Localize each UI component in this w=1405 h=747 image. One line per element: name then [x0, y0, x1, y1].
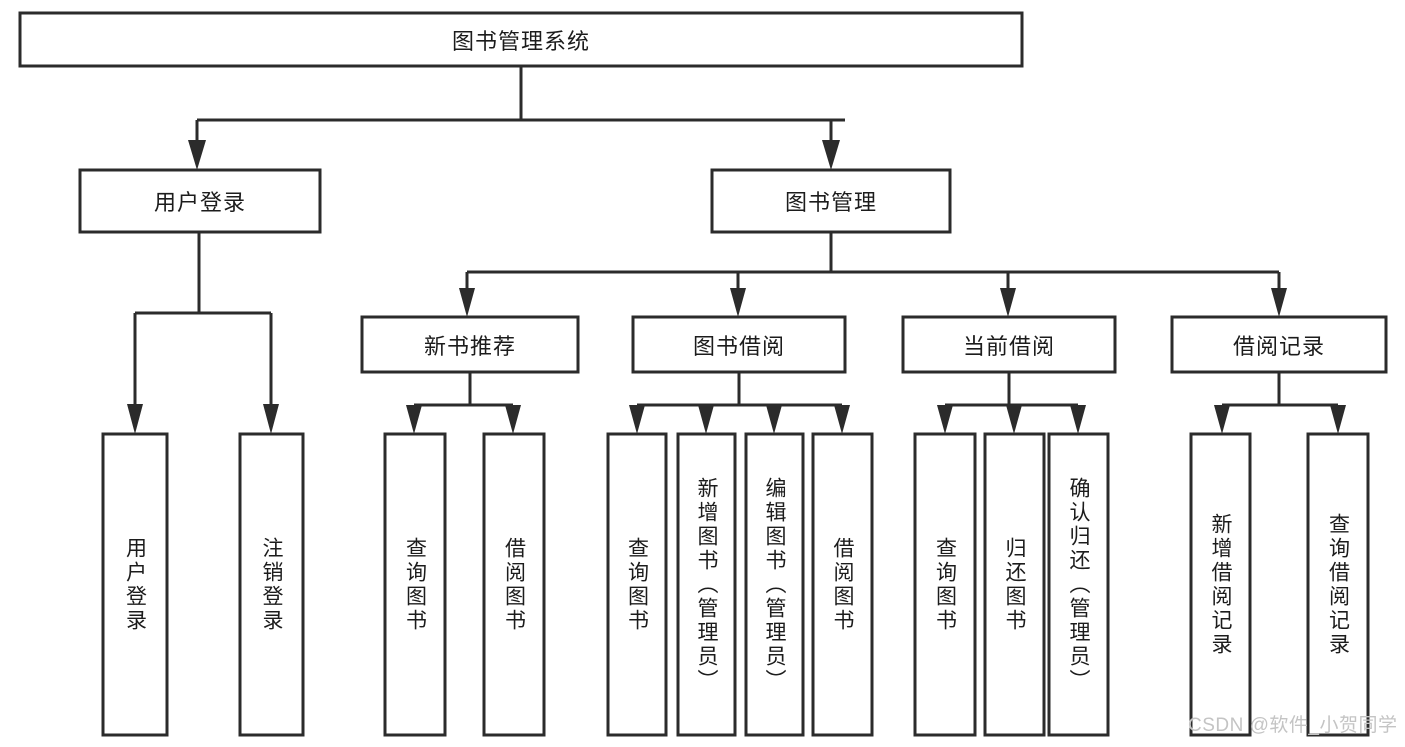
node-label-user-login: 用户登录 — [153, 190, 246, 215]
node-box-book-borrow[interactable] — [631, 315, 847, 374]
arrow-head-leaf-add-record — [1214, 405, 1230, 434]
node-box-leaf-logout[interactable] — [238, 432, 305, 737]
arrow-head-leaf-query-book-1 — [406, 405, 422, 434]
node-label-leaf-query-book-2: 查询图书 — [625, 536, 649, 633]
node-box-leaf-edit-book[interactable] — [744, 432, 805, 737]
node-box-leaf-add-book[interactable] — [676, 432, 737, 737]
node-label-leaf-add-record: 新增借阅记录 — [1209, 512, 1232, 657]
watermark-text: CSDN @软件_小贺同学 — [1188, 715, 1398, 736]
arrow-head-leaf-add-book — [698, 405, 714, 434]
node-label-leaf-borrow-book-2: 借阅图书 — [831, 536, 854, 633]
arrow-head-leaf-edit-book — [766, 405, 782, 434]
node-label-leaf-confirm-return: 确认归还（管理员） — [1067, 476, 1090, 693]
arrow-head-new-book-rec — [459, 288, 475, 317]
node-label-leaf-edit-book: 编辑图书（管理员） — [763, 476, 786, 693]
arrow-head-leaf-borrow-book-2 — [834, 405, 850, 434]
arrow-head-leaf-return-book — [1006, 405, 1022, 434]
node-label-leaf-add-book: 新增图书（管理员） — [695, 476, 718, 693]
arrow-head-borrow-record — [1271, 288, 1287, 317]
arrow-head-leaf-query-record — [1330, 405, 1346, 434]
node-label-new-book-rec: 新书推荐 — [423, 333, 516, 359]
node-box-new-book-rec[interactable] — [360, 315, 580, 374]
node-box-leaf-add-record[interactable] — [1189, 432, 1252, 737]
arrow-head-book-borrow — [730, 288, 746, 317]
node-label-leaf-logout: 注销登录 — [260, 536, 283, 633]
node-label-root: 图书管理系统 — [451, 28, 590, 54]
node-box-user-login[interactable] — [78, 168, 322, 234]
node-box-leaf-query-record[interactable] — [1306, 432, 1370, 737]
node-box-leaf-return-book[interactable] — [983, 432, 1046, 737]
node-box-leaf-query-book-3[interactable] — [913, 432, 977, 737]
node-box-leaf-confirm-return[interactable] — [1047, 432, 1110, 737]
node-label-leaf-query-book-3: 查询图书 — [933, 536, 957, 633]
arrow-head-leaf-confirm-return — [1070, 405, 1086, 434]
node-box-current-borrow[interactable] — [901, 315, 1117, 374]
node-label-leaf-return-book: 归还图书 — [1003, 536, 1026, 633]
arrow-head-leaf-borrow-book-1 — [505, 405, 521, 434]
node-box-root[interactable] — [18, 11, 1024, 68]
node-label-leaf-user-login: 用户登录 — [123, 536, 147, 633]
arrow-head-leaf-logout — [263, 404, 279, 434]
node-box-leaf-user-login[interactable] — [101, 432, 169, 737]
node-box-book-manage[interactable] — [710, 168, 952, 234]
arrow-head-leaf-query-book-3 — [937, 405, 953, 434]
node-label-current-borrow: 当前借阅 — [962, 333, 1055, 359]
node-label-book-borrow: 图书借阅 — [692, 333, 785, 359]
arrow-head-user-login — [188, 140, 206, 170]
node-box-leaf-query-book-2[interactable] — [606, 432, 668, 737]
node-box-leaf-borrow-book-2[interactable] — [811, 432, 874, 737]
node-label-leaf-borrow-book-1: 借阅图书 — [502, 536, 526, 633]
node-label-leaf-query-book-1: 查询图书 — [403, 536, 427, 633]
node-label-book-manage: 图书管理 — [784, 190, 877, 215]
node-label-leaf-query-record: 查询借阅记录 — [1326, 512, 1350, 657]
arrow-head-book-manage — [822, 140, 840, 170]
arrow-head-leaf-query-book-2 — [629, 405, 645, 434]
arrow-head-leaf-user-login — [127, 404, 143, 434]
node-label-borrow-record: 借阅记录 — [1232, 333, 1325, 359]
node-box-leaf-query-book-1[interactable] — [383, 432, 447, 737]
arrow-head-current-borrow — [1000, 288, 1016, 317]
node-box-leaf-borrow-book-1[interactable] — [482, 432, 546, 737]
